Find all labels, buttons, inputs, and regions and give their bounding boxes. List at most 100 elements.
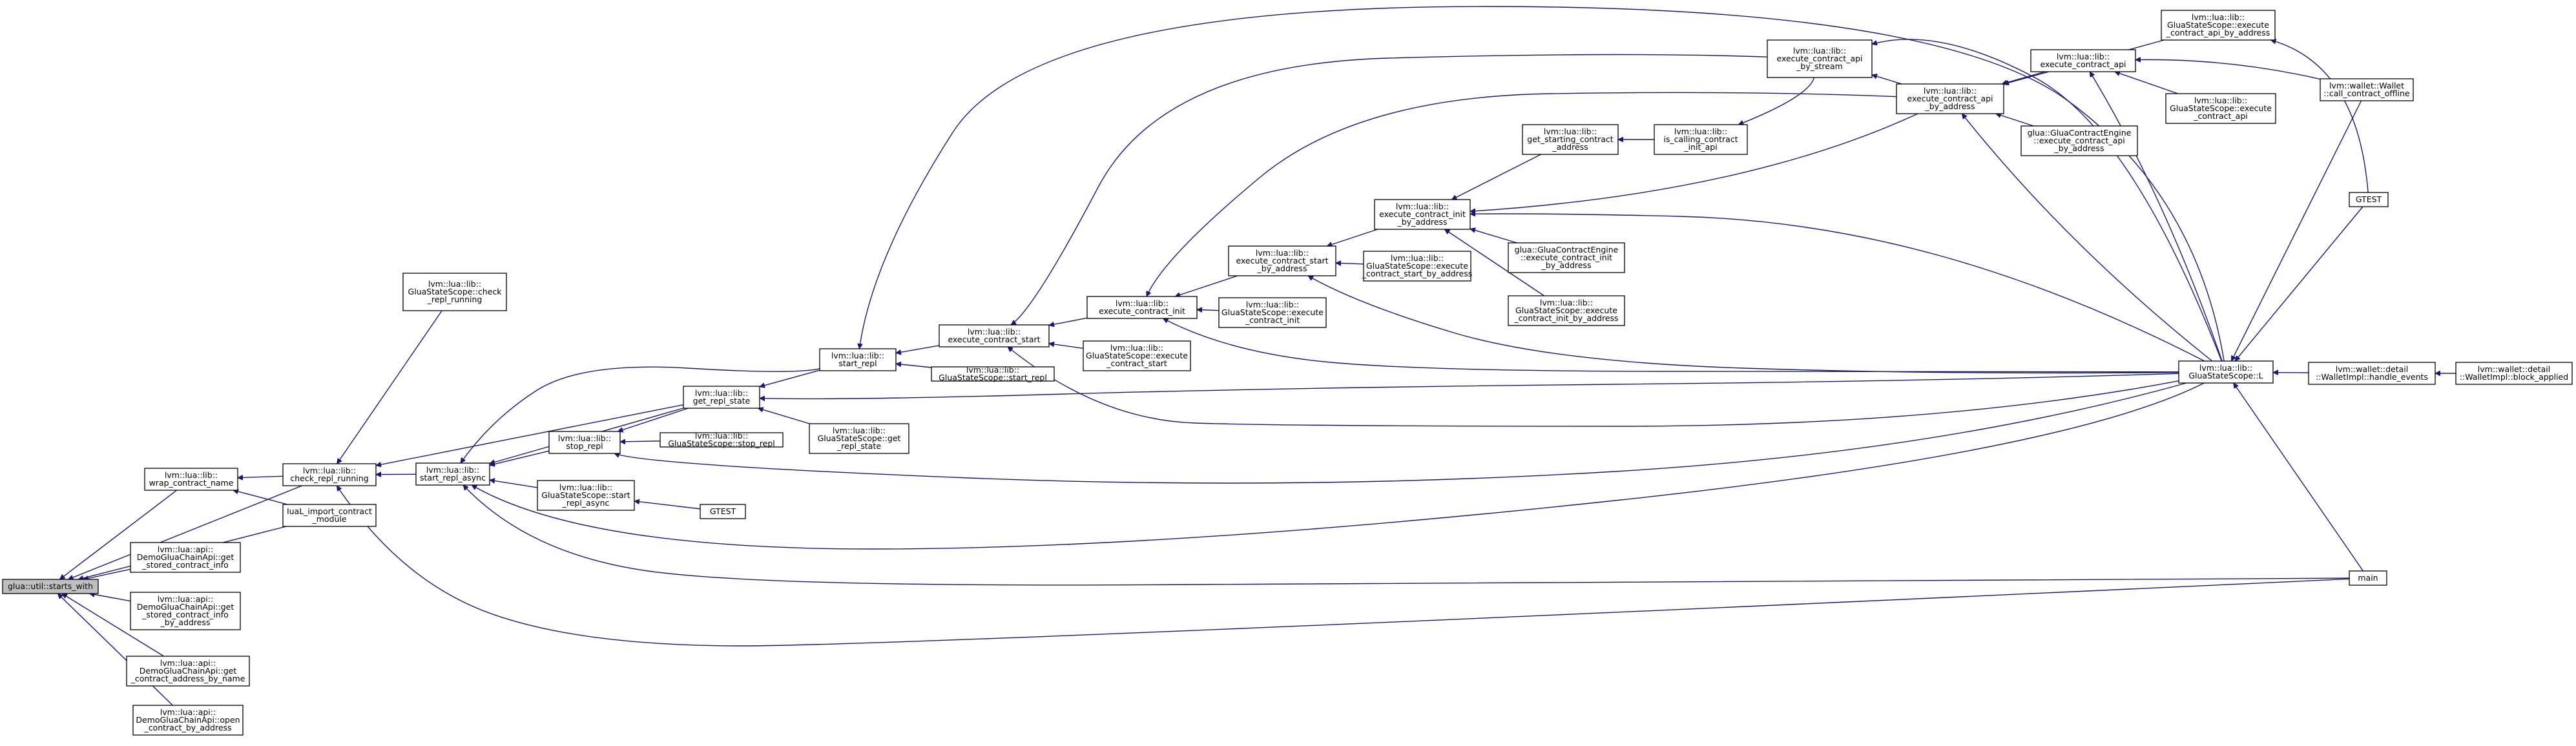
node-scope_eciba[interactable]: lvm::lua::lib::GluaStateScope::execute_c… [1508,295,1625,326]
node-label-line: is_calling_contract [1663,134,1738,144]
call-edges [57,6,2456,706]
node-box [1218,297,1327,328]
node-box [548,431,621,454]
edge-get_state-to-stop_repl [618,408,689,431]
node-label-line: lvm::lua::lib:: [968,327,1021,337]
node-block_applied[interactable]: lvm::wallet::detail::WalletImpl::block_a… [2455,362,2573,385]
node-label-line: _contract_init [1245,315,1300,325]
node-box [1083,340,1191,371]
node-label-line: ::execute_contract_api [2033,136,2124,145]
node-label-line: _by_stream [1796,61,1843,71]
node-luaL_import[interactable]: luaL_import_contract_module [282,504,377,527]
node-box [1767,39,1873,78]
node-scope_stop[interactable]: lvm::lua::lib::GluaStateScope::stop_repl [660,431,784,448]
node-ecabs[interactable]: lvm::lua::lib::execute_contract_api_by_s… [1767,39,1873,78]
node-label-line: _by_address [160,617,211,627]
node-label-line: lvm::lua::lib:: [1793,46,1846,56]
edge-scope_start_repl-to-start_repl [896,364,932,368]
node-label-line: ::WalletImpl::handle_events [2316,372,2428,382]
node-engine_init[interactable]: glua::GluaContractEngine::execute_contra… [1508,242,1625,273]
node-ecsba[interactable]: lvm::lua::lib::execute_contract_start_by… [1228,245,1336,276]
node-box [130,542,241,573]
node-wallet_offline[interactable]: lvm::wallet::Wallet::call_contract_offli… [2320,78,2414,101]
node-box [144,468,238,491]
node-box [1896,83,2004,114]
node-demo_stored[interactable]: lvm::lua::api::DemoGluaChainApi::get_sto… [130,542,241,573]
node-box [939,324,1050,347]
node-root[interactable]: glua::util::starts_with [2,579,99,594]
node-label-line: lvm::lua::lib:: [831,351,884,360]
node-label-line: _address [1552,142,1588,152]
node-label-line: lvm::lua::lib:: [2199,363,2252,373]
node-label-line: lvm::lua::lib:: [2192,12,2245,22]
node-label-line: lvm::lua::lib:: [1540,298,1593,307]
node-box [537,480,635,511]
node-box [1508,295,1625,326]
node-label-line: lvm::lua::lib:: [1674,127,1727,136]
node-gtest1[interactable]: GTEST [700,504,746,519]
node-box [282,463,377,486]
node-label-line: _stored_contract_info [141,560,229,570]
node-box [809,423,909,454]
node-box [931,366,1055,382]
node-scope_get_state[interactable]: lvm::lua::lib::GluaStateScope::get_repl_… [809,423,909,454]
node-label-line: _contract_address_by_name [130,674,245,683]
node-label-line: GluaStateScope::execute [2170,103,2272,113]
node-demo_open[interactable]: lvm::lua::api::DemoGluaChainApi::open_co… [132,705,244,736]
node-main[interactable]: main [2349,570,2387,586]
node-scope_start_repl[interactable]: lvm::lua::lib::GluaStateScope::start_rep… [931,365,1055,382]
node-label-line: lvm::lua::lib:: [165,470,218,480]
edge-scope_eci-to-eci [1197,309,1220,310]
node-label-line: _stored_contract_info [141,610,229,619]
edge-demo_addr_name-to-root [62,593,164,657]
node-check[interactable]: lvm::lua::lib::check_repl_running [282,463,377,486]
edge-eci-to-ecs [1049,317,1088,325]
node-gsca[interactable]: lvm::lua::lib::get_starting_contract_add… [1522,124,1619,155]
edge-ecs-to-start_repl [896,345,940,353]
node-demo_addr_name[interactable]: lvm::lua::api::DemoGluaChainApi::get_con… [126,656,250,687]
node-label-line: _repl_state [836,441,881,451]
node-eci[interactable]: lvm::lua::lib::execute_contract_init [1086,296,1198,319]
node-start_async[interactable]: lvm::lua::lib::start_repl_async [415,462,490,486]
node-start_repl[interactable]: lvm::lua::lib::start_repl [819,348,897,371]
node-box [1374,199,1471,230]
node-eca[interactable]: lvm::lua::lib::execute_contract_api [2030,49,2136,72]
node-box [2178,360,2274,384]
node-label-line: _by_address [1541,260,1592,270]
node-box [700,504,746,519]
node-scope_start_async[interactable]: lvm::lua::lib::GluaStateScope::start_rep… [537,480,635,511]
node-scope_eci[interactable]: lvm::lua::lib::GluaStateScope::execute_c… [1218,297,1327,328]
node-engine_api[interactable]: glua::GluaContractEngine::execute_contra… [2020,125,2138,156]
node-box [2020,125,2138,156]
node-label-line: _by_address [2054,143,2104,153]
node-label-line: _contract_init_by_address [1513,313,1618,323]
node-scope_check[interactable]: lvm::lua::lib::GluaStateScope::check_rep… [402,273,507,311]
node-scope_ecs[interactable]: lvm::lua::lib::GluaStateScope::execute_c… [1083,340,1191,371]
node-scope_ecsba[interactable]: lvm::lua::lib::GluaStateScope::execute_c… [1362,251,1472,282]
node-ecs[interactable]: lvm::lua::lib::execute_contract_start [939,324,1050,347]
node-label-line: _contract_start_by_address [1362,269,1472,278]
node-label-line: get_repl_state [693,396,751,406]
node-label-line: execute_contract_api [1776,54,1862,63]
node-scope_eca[interactable]: lvm::lua::lib::GluaStateScope::execute_c… [2165,93,2276,124]
node-box [2320,78,2414,101]
node-stop_repl[interactable]: lvm::lua::lib::stop_repl [548,431,621,454]
node-wrap[interactable]: lvm::lua::lib::wrap_contract_name [144,468,238,491]
node-label-line: DemoGluaChainApi::get [137,602,234,612]
node-icci[interactable]: lvm::lua::lib::is_calling_contract_init_… [1654,124,1748,155]
node-gtest2[interactable]: GTEST [2349,192,2389,207]
node-box [683,386,760,409]
node-box [282,504,377,527]
edge-ecabs-to-ecs [1011,54,1768,326]
node-label-line: ::WalletImpl::block_applied [2460,372,2568,382]
node-get_state[interactable]: lvm::lua::lib::get_repl_state [683,386,760,409]
edge-stop_repl-to-start_async [490,450,550,465]
node-label-line: lvm::lua::api:: [158,544,213,554]
node-ecaba[interactable]: lvm::lua::lib::execute_contract_api_by_a… [1896,83,2004,114]
node-label-line: _by_address [1925,101,1975,111]
node-scope_L[interactable]: lvm::lua::lib::GluaStateScope::L [2178,360,2274,384]
node-eciba[interactable]: lvm::lua::lib::execute_contract_init_by_… [1374,199,1471,230]
node-scope_ecaba[interactable]: lvm::lua::lib::GluaStateScope::execute_c… [2161,10,2276,41]
node-demo_stored_addr[interactable]: lvm::lua::api::DemoGluaChainApi::get_sto… [130,592,241,630]
node-handle_events[interactable]: lvm::wallet::detail::WalletImpl::handle_… [2308,362,2436,385]
